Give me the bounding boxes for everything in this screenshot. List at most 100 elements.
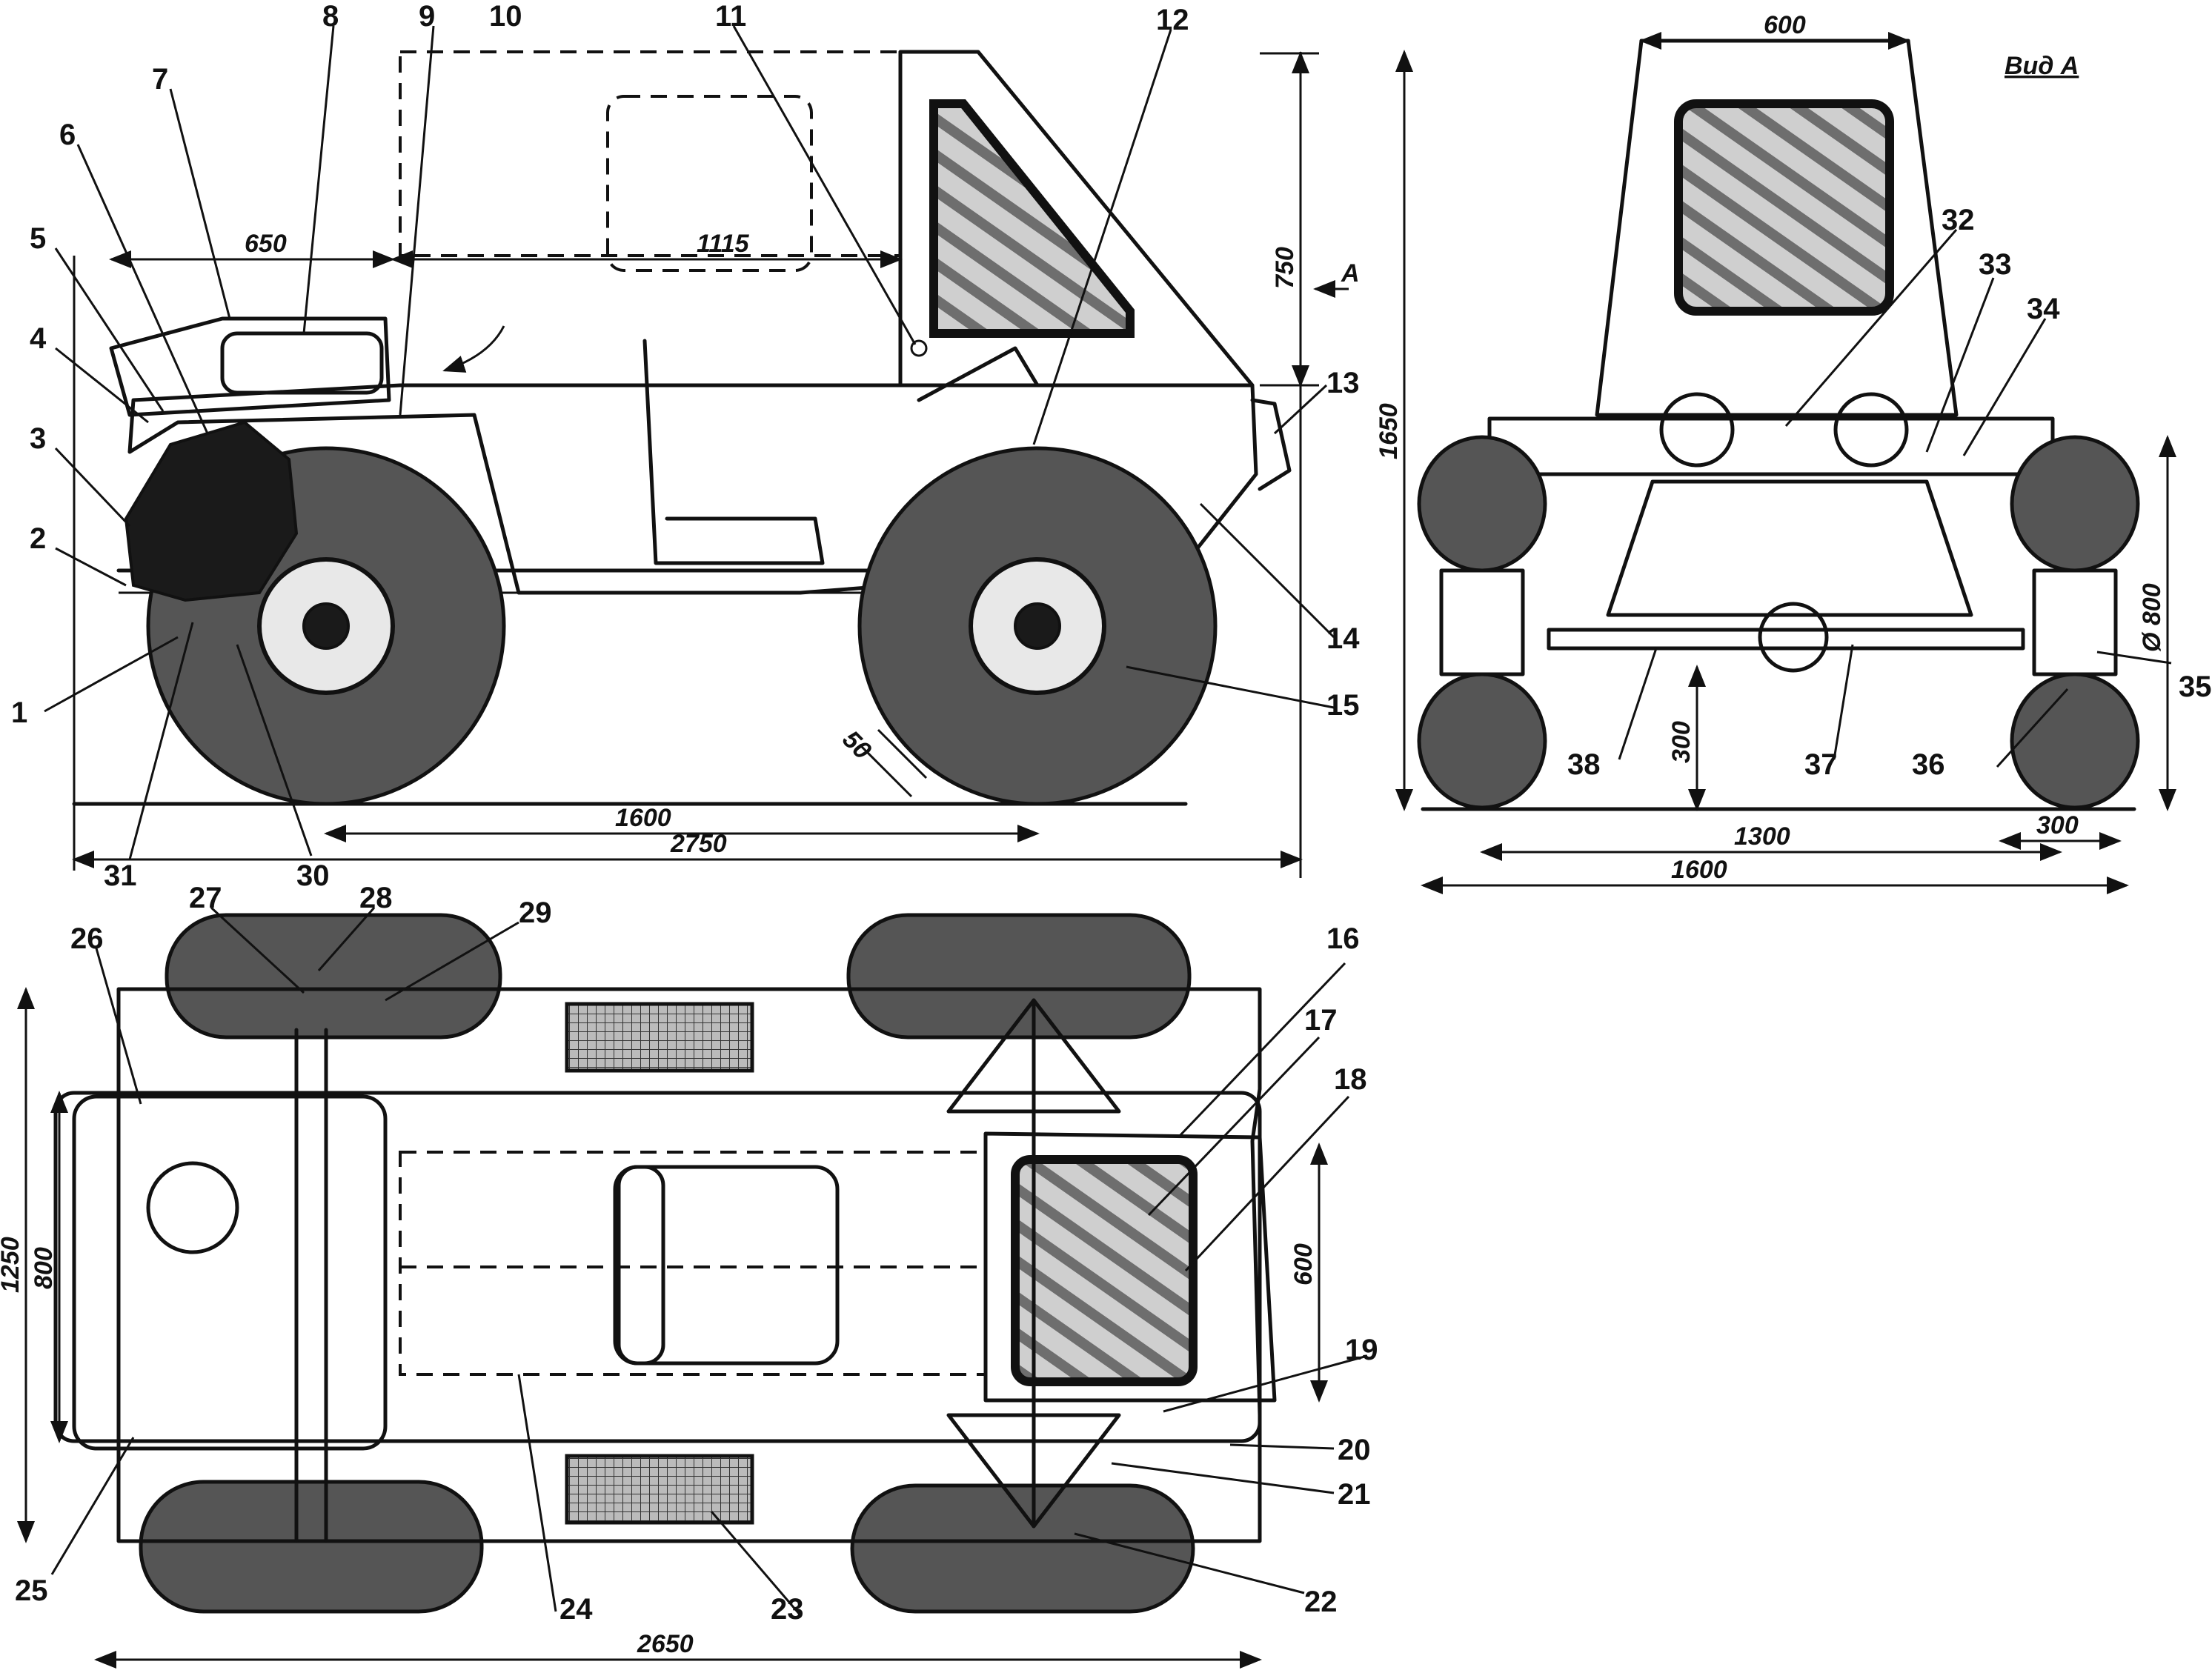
- svg-text:7: 7: [152, 63, 168, 96]
- callout-3: 3: [30, 422, 131, 528]
- svg-text:22: 22: [1304, 1586, 1338, 1618]
- callout-9: 9: [399, 0, 435, 416]
- svg-text:37: 37: [1804, 748, 1838, 781]
- front-chassis: [1606, 479, 1973, 617]
- side-view: [72, 50, 1292, 806]
- svg-text:16: 16: [1326, 922, 1360, 955]
- canopy-outline: [399, 50, 902, 257]
- callout-13: 13: [1273, 367, 1360, 435]
- svg-text:3: 3: [30, 422, 46, 455]
- canopy-window: [606, 95, 813, 272]
- svg-text:8: 8: [322, 0, 339, 33]
- front-tyre-right-lower: [2010, 672, 2140, 810]
- top-cab-glass: [1011, 1155, 1198, 1386]
- svg-text:38: 38: [1567, 748, 1601, 781]
- callout-19: 19: [1163, 1334, 1378, 1413]
- callout-11: 11: [715, 0, 917, 345]
- top-tyre-front-upper: [846, 913, 1192, 1040]
- svg-text:13: 13: [1326, 367, 1360, 399]
- callout-20: 20: [1229, 1434, 1371, 1466]
- seat: [642, 339, 825, 565]
- callout-15: 15: [1126, 665, 1360, 722]
- svg-text:18: 18: [1334, 1063, 1367, 1096]
- svg-text:9: 9: [419, 0, 435, 33]
- top-body-outline: [116, 987, 1262, 1543]
- callout-7: 7: [152, 63, 231, 319]
- svg-text:2: 2: [30, 522, 46, 555]
- view-a-caption: Вид А: [2005, 52, 2079, 80]
- svg-text:4: 4: [30, 322, 47, 355]
- callout-32: 32: [1784, 204, 1975, 427]
- callout-33: 33: [1925, 248, 2012, 453]
- svg-text:17: 17: [1304, 1004, 1338, 1037]
- top-tyre-rear-lower: [139, 1480, 484, 1614]
- top-engine-bay: [72, 1094, 388, 1451]
- top-grille-upper: [565, 1002, 754, 1073]
- front-windshield: [1674, 99, 1894, 316]
- dim-600-cab: 600: [1289, 1243, 1318, 1285]
- dim-1300: 1300: [1734, 822, 1790, 851]
- callout-26: 26: [70, 922, 142, 1105]
- svg-text:20: 20: [1338, 1434, 1371, 1466]
- front-axle: [1547, 628, 2025, 651]
- callout-2: 2: [30, 522, 127, 587]
- front-diff: [1758, 602, 1829, 673]
- view-arrow-shift: [442, 325, 505, 373]
- callout-17: 17: [1147, 1004, 1338, 1217]
- callout-34: 34: [1962, 293, 2060, 456]
- engine-block: [124, 420, 299, 602]
- callout-38: 38: [1567, 648, 1658, 781]
- callout-14: 14: [1199, 502, 1360, 655]
- rear-hub-center: [302, 602, 350, 650]
- svg-text:12: 12: [1156, 4, 1189, 36]
- front-tyre-right-upper: [2010, 435, 2140, 573]
- svg-text:27: 27: [189, 882, 222, 914]
- top-engine-flywheel: [146, 1161, 239, 1254]
- svg-text:19: 19: [1345, 1334, 1378, 1366]
- top-view: [53, 913, 1277, 1614]
- callout-labels: 1 2 3 4 5 6 7 8 9 10 11 12 13 14 15 16 1…: [11, 0, 2212, 1626]
- callout-12: 12: [1032, 4, 1189, 445]
- front-tyre-left-upper: [1417, 435, 1547, 573]
- svg-text:30: 30: [296, 859, 330, 892]
- side-dimensions: 650 1115 750 A 1600 2750 50: [72, 51, 1360, 878]
- svg-text:33: 33: [1979, 248, 2012, 281]
- dim-650: 650: [245, 230, 287, 258]
- svg-text:31: 31: [104, 859, 137, 892]
- dim-2650: 2650: [637, 1630, 694, 1658]
- dim-50: 50: [837, 725, 877, 765]
- dim-1600-wheelbase: 1600: [615, 804, 671, 832]
- svg-text:21: 21: [1338, 1478, 1371, 1511]
- top-frame: [399, 1151, 987, 1376]
- svg-text:14: 14: [1326, 622, 1360, 655]
- svg-text:10: 10: [489, 0, 522, 33]
- cab-glass: [929, 99, 1135, 338]
- view-a-marker: A: [1341, 259, 1360, 287]
- callout-28: 28: [317, 882, 393, 971]
- front-tyre-left-lower: [1417, 672, 1547, 810]
- top-tyre-rear-upper: [165, 913, 502, 1040]
- svg-text:28: 28: [359, 882, 393, 914]
- dim-1650: 1650: [1375, 403, 1403, 459]
- front-hub-center: [1014, 602, 1061, 650]
- callout-22: 22: [1074, 1532, 1338, 1618]
- callout-27: 27: [189, 882, 305, 994]
- dim-750: 750: [1271, 247, 1299, 289]
- callout-16: 16: [1177, 922, 1360, 1139]
- svg-text:32: 32: [1942, 204, 1975, 236]
- top-tyre-front-lower: [850, 1483, 1195, 1614]
- top-dimensions: 1250 800 600 2650: [0, 987, 1328, 1669]
- dim-1115: 1115: [697, 230, 750, 258]
- dim-800-frame: 800: [30, 1247, 58, 1289]
- svg-text:6: 6: [59, 119, 76, 151]
- callout-1: 1: [11, 636, 179, 729]
- callout-37: 37: [1804, 644, 1854, 781]
- svg-text:25: 25: [15, 1574, 48, 1607]
- dim-2750: 2750: [670, 830, 727, 858]
- front-wheel-left-rim: [1439, 568, 1525, 676]
- svg-text:34: 34: [2027, 293, 2060, 325]
- callout-8: 8: [302, 0, 339, 334]
- svg-text:26: 26: [70, 922, 104, 955]
- callout-4: 4: [30, 322, 149, 424]
